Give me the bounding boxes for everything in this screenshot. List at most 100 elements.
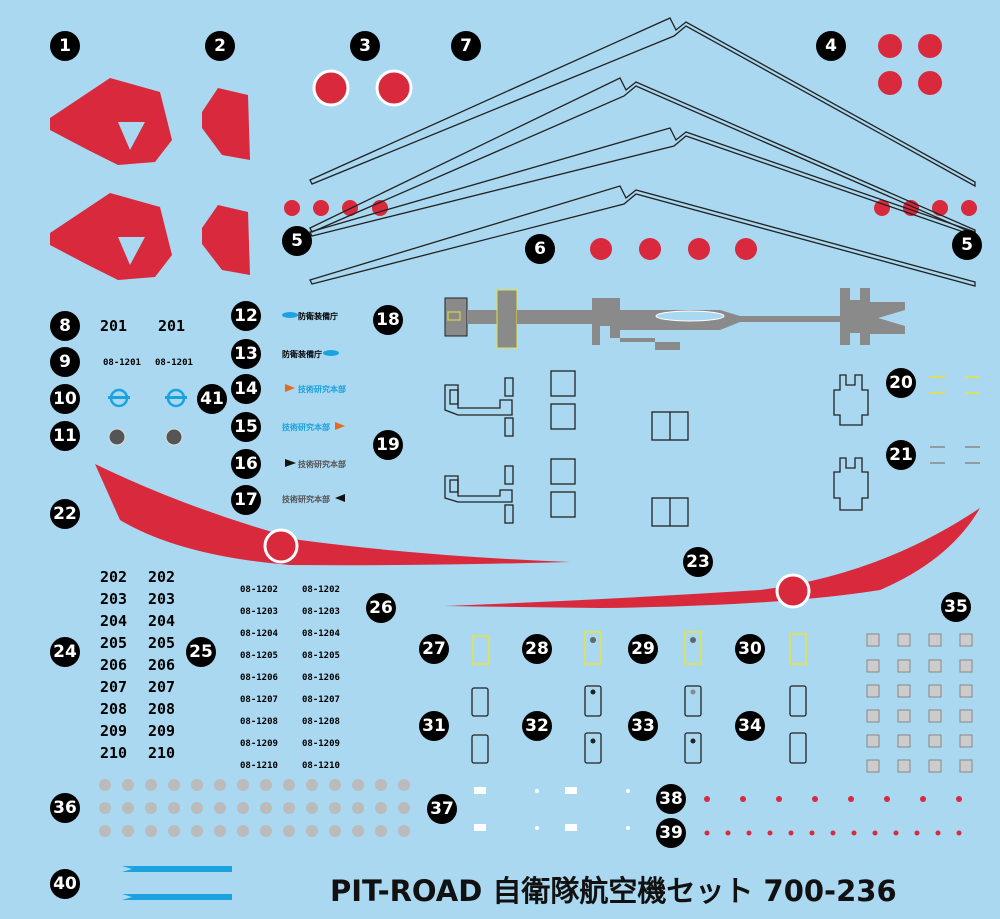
serial-1208-b: 08-1208 <box>302 717 340 727</box>
serial-1203-b: 08-1203 <box>302 607 340 617</box>
decal-number-27: 27 <box>419 634 449 664</box>
decal-number-23: 23 <box>683 547 713 577</box>
reg-204-a: 204 <box>100 612 128 630</box>
reg-202-b: 202 <box>148 568 176 586</box>
decal-number-5b: 5 <box>952 230 982 260</box>
label-15: 技術研究本部 <box>282 423 330 432</box>
decal-number-31: 31 <box>419 711 449 741</box>
serial-1208-a: 08-1208 <box>240 717 278 727</box>
blue-stripe-40b <box>122 894 232 900</box>
outline-parts-19 <box>444 370 869 527</box>
decal-number-8: 8 <box>50 311 80 341</box>
decal-number-21: 21 <box>886 440 916 470</box>
reg-201-b: 201 <box>158 317 186 335</box>
reg-207-a: 207 <box>100 678 128 696</box>
decal-number-11: 11 <box>50 421 80 451</box>
decal-number-40: 40 <box>50 869 80 899</box>
reg-206-a: 206 <box>100 656 128 674</box>
sheet-title: PIT-ROAD 自衛隊航空機セット 700-236 <box>330 874 897 908</box>
decal-number-36: 36 <box>50 793 80 823</box>
decal-number-15: 15 <box>231 412 261 442</box>
red-chevron-large-bottom <box>50 193 172 280</box>
decal-number-13: 13 <box>231 339 261 369</box>
serial-1205-a: 08-1205 <box>240 651 278 661</box>
blue-stripe-40a <box>122 866 232 872</box>
serial-1201-a: 08-1201 <box>103 358 141 368</box>
red-dots-39 <box>704 830 962 836</box>
roundels-6 <box>590 238 757 260</box>
red-chevron-small-bottom <box>202 205 250 275</box>
decal-number-9: 9 <box>50 347 80 377</box>
reg-201-a: 201 <box>100 317 128 335</box>
reg-210-b: 210 <box>148 744 176 762</box>
decal-number-32: 32 <box>522 711 552 741</box>
decal-number-35: 35 <box>941 592 971 622</box>
decal-number-26: 26 <box>366 593 396 623</box>
serial-1206-a: 08-1206 <box>240 673 278 683</box>
decal-number-33: 33 <box>628 711 658 741</box>
decal-number-10: 10 <box>50 384 80 414</box>
red-chevron-large-top <box>50 78 172 165</box>
decal-number-41: 41 <box>197 384 227 414</box>
serial-1204-b: 08-1204 <box>302 629 340 639</box>
decal-number-12: 12 <box>231 301 261 331</box>
grey-dots-36 <box>99 779 410 837</box>
reg-208-a: 208 <box>100 700 128 718</box>
fuselage-spine-18 <box>444 288 905 350</box>
reg-204-b: 204 <box>148 612 176 630</box>
decal-number-6: 6 <box>525 234 555 264</box>
decal-number-30: 30 <box>735 634 765 664</box>
serial-1204-a: 08-1204 <box>240 629 278 639</box>
decal-number-16: 16 <box>231 449 261 479</box>
serial-1210-b: 08-1210 <box>302 761 340 771</box>
red-chevron-small-top <box>202 88 250 160</box>
decal-number-39: 39 <box>656 818 686 848</box>
label-12: 防衛装備庁 <box>298 312 338 321</box>
label-16: 技術研究本部 <box>298 460 346 469</box>
serial-1207-b: 08-1207 <box>302 695 340 705</box>
decal-number-34: 34 <box>735 711 765 741</box>
decal-number-25: 25 <box>186 637 216 667</box>
hinomaru-3a <box>312 69 350 107</box>
decal-number-14: 14 <box>231 374 261 404</box>
square-grid-35 <box>866 633 973 773</box>
serial-1202-b: 08-1202 <box>302 585 340 595</box>
serial-1209-a: 08-1209 <box>240 739 278 749</box>
decal-number-20: 20 <box>886 368 916 398</box>
decal-number-37: 37 <box>427 794 457 824</box>
reg-202-a: 202 <box>100 568 128 586</box>
label-13: 防衛装備庁 <box>282 350 322 359</box>
reg-205-b: 205 <box>148 634 176 652</box>
serial-1205-b: 08-1205 <box>302 651 340 661</box>
reg-205-a: 205 <box>100 634 128 652</box>
decal-number-17: 17 <box>231 485 261 515</box>
red-swoosh-22 <box>95 464 570 566</box>
serial-1209-b: 08-1209 <box>302 739 340 749</box>
reg-203-a: 203 <box>100 590 128 608</box>
hinomaru-3b <box>375 69 413 107</box>
reg-208-b: 208 <box>148 700 176 718</box>
decal-number-24: 24 <box>50 637 80 667</box>
reg-206-b: 206 <box>148 656 176 674</box>
red-dots-38 <box>704 796 962 802</box>
serial-1203-a: 08-1203 <box>240 607 278 617</box>
decal-number-7: 7 <box>451 31 481 61</box>
serial-1201-b: 08-1201 <box>155 358 193 368</box>
serial-1202-a: 08-1202 <box>240 585 278 595</box>
decal-number-1: 1 <box>50 31 80 61</box>
reg-203-b: 203 <box>148 590 176 608</box>
decal-number-22: 22 <box>50 499 80 529</box>
reg-209-b: 209 <box>148 722 176 740</box>
label-14: 技術研究本部 <box>298 385 346 394</box>
decal-number-3: 3 <box>350 31 380 61</box>
decal-number-38: 38 <box>656 784 686 814</box>
decal-number-4: 4 <box>816 31 846 61</box>
reg-207-b: 207 <box>148 678 176 696</box>
decal-number-28: 28 <box>522 634 552 664</box>
red-swoosh-23 <box>445 508 980 608</box>
decal-number-29: 29 <box>628 634 658 664</box>
reg-209-a: 209 <box>100 722 128 740</box>
reg-210-a: 210 <box>100 744 128 762</box>
